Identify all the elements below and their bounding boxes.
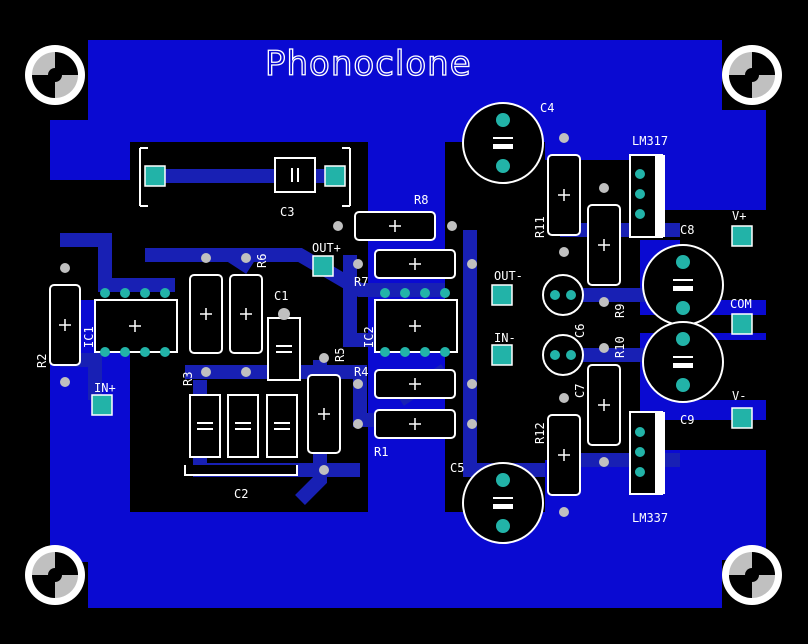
label-r3: R3 <box>181 372 195 386</box>
label-r2: R2 <box>35 354 49 368</box>
label-c1: C1 <box>274 289 288 303</box>
capacitor-c6 <box>542 274 584 316</box>
label-v-minus: V- <box>732 389 746 403</box>
board-title: Phonoclone <box>265 44 472 84</box>
label-r10: R10 <box>613 336 627 358</box>
capacitor-c9 <box>642 321 724 403</box>
label-in-plus: IN+ <box>94 381 116 395</box>
capacitor-c1 <box>267 308 301 381</box>
label-c6: C6 <box>573 324 587 338</box>
capacitor-c3 <box>274 157 316 193</box>
label-ic2: IC2 <box>362 326 376 348</box>
label-c5: C5 <box>450 461 464 475</box>
label-c9: C9 <box>680 413 694 427</box>
regulator-lm337 <box>629 411 665 495</box>
label-in-minus: IN- <box>494 331 516 345</box>
label-r4: R4 <box>354 365 368 379</box>
label-r1: R1 <box>374 445 388 459</box>
resistor-pads <box>60 133 609 517</box>
mount-hole-top-left <box>25 45 85 105</box>
ic-ic2 <box>374 288 458 357</box>
label-c7: C7 <box>573 384 587 398</box>
capacitor-c5 <box>462 462 544 544</box>
label-c8: C8 <box>680 223 694 237</box>
label-r7: R7 <box>354 275 368 289</box>
label-c3: C3 <box>280 205 294 219</box>
label-out-plus: OUT+ <box>312 241 341 255</box>
label-r6: R6 <box>255 254 269 268</box>
regulator-lm317 <box>629 154 665 238</box>
capacitor-c2-group <box>184 394 298 476</box>
label-c2: C2 <box>234 487 248 501</box>
connector-pads <box>91 165 753 429</box>
label-lm317: LM317 <box>632 134 668 148</box>
mount-hole-bottom-right <box>722 545 782 605</box>
label-c4: C4 <box>540 101 554 115</box>
label-r8: R8 <box>414 193 428 207</box>
capacitor-c4 <box>462 102 544 184</box>
label-r5: R5 <box>333 348 347 362</box>
resistor-plus-marks <box>59 189 610 461</box>
capacitor-c7 <box>542 334 584 376</box>
label-ic1: IC1 <box>82 326 96 348</box>
label-r12: R12 <box>533 422 547 444</box>
label-r11: R11 <box>533 216 547 238</box>
mount-hole-top-right <box>722 45 782 105</box>
mount-hole-bottom-left <box>25 545 85 605</box>
label-v-plus: V+ <box>732 209 746 223</box>
capacitor-c8 <box>642 244 724 326</box>
ic-ic1 <box>94 288 178 357</box>
label-com: COM <box>730 297 752 311</box>
label-out-minus: OUT- <box>494 269 523 283</box>
connector-bracket <box>139 147 351 207</box>
label-lm337: LM337 <box>632 511 668 525</box>
label-r9: R9 <box>613 304 627 318</box>
